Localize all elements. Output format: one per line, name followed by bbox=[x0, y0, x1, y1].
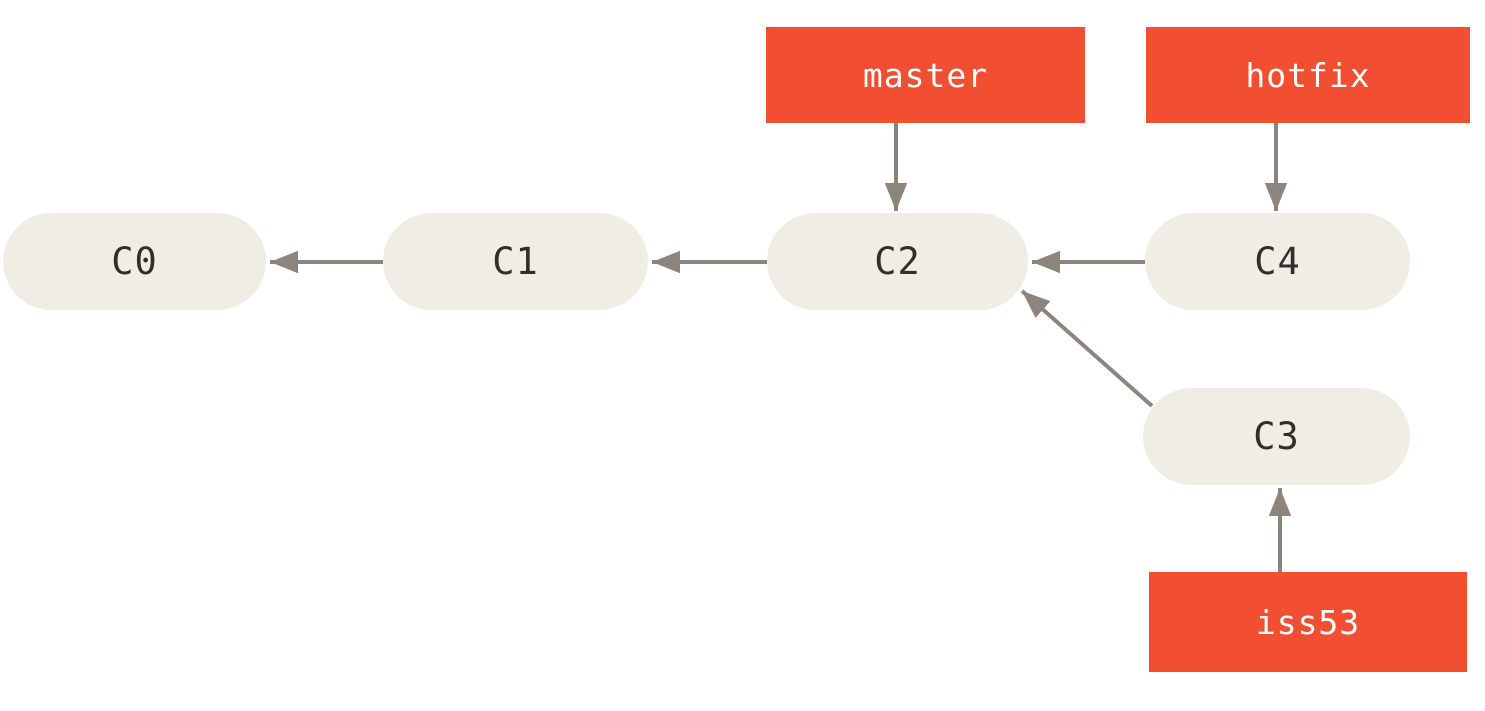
branch-label-hotfix: hotfix bbox=[1146, 27, 1470, 123]
branch-label-iss53-text: iss53 bbox=[1255, 602, 1361, 642]
commit-node-c0-text: C0 bbox=[111, 240, 158, 283]
commit-node-c0: C0 bbox=[3, 213, 266, 310]
commit-node-c3-text: C3 bbox=[1253, 415, 1300, 458]
arrow-c3-to-c2 bbox=[1020, 289, 1154, 408]
branch-label-iss53: iss53 bbox=[1149, 572, 1467, 672]
branch-label-master: master bbox=[766, 27, 1085, 123]
commit-node-c2: C2 bbox=[767, 213, 1028, 310]
branch-label-hotfix-text: hotfix bbox=[1245, 55, 1371, 95]
commit-node-c4-text: C4 bbox=[1254, 240, 1301, 283]
commit-node-c1: C1 bbox=[383, 213, 648, 310]
commit-node-c1-text: C1 bbox=[492, 240, 539, 283]
branch-label-master-text: master bbox=[862, 55, 989, 95]
commit-node-c2-text: C2 bbox=[874, 240, 921, 283]
commit-node-c3: C3 bbox=[1143, 388, 1410, 485]
commit-node-c4: C4 bbox=[1145, 213, 1410, 310]
